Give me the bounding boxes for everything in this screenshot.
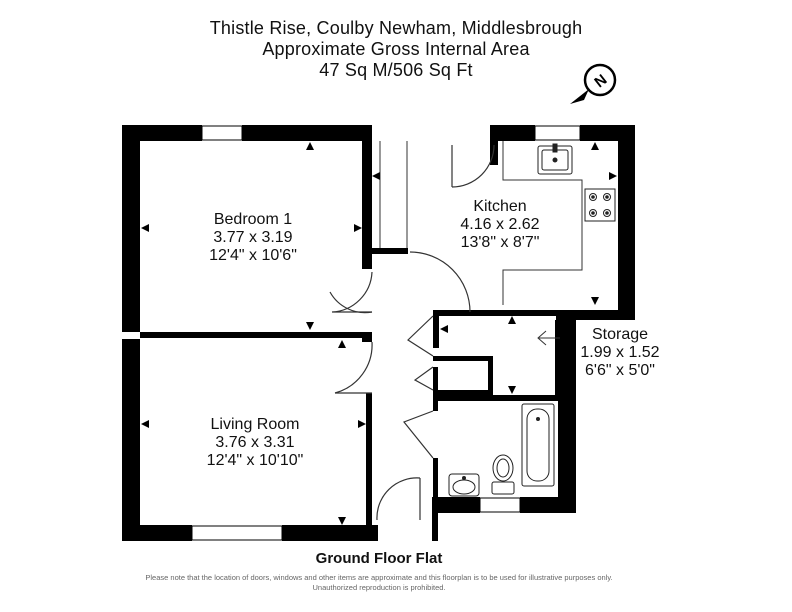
room-imperial: 12'4" x 10'6" <box>209 247 297 264</box>
room-label-kitchen: Kitchen 4.16 x 2.62 13'8" x 8'7" <box>440 198 560 252</box>
room-label-storage: Storage 1.99 x 1.52 6'6" x 5'0" <box>572 326 668 380</box>
address-title: Thistle Rise, Coulby Newham, Middlesbrou… <box>209 18 583 38</box>
room-metric: 3.76 x 3.31 <box>215 434 295 451</box>
plan-header: Thistle Rise, Coulby Newham, Middlesbrou… <box>0 18 792 81</box>
kitchen-worktop <box>379 141 583 305</box>
room-name: Kitchen <box>473 198 527 215</box>
basin-icon <box>448 473 480 497</box>
room-metric: 3.77 x 3.19 <box>213 229 293 246</box>
room-imperial: 13'8" x 8'7" <box>460 234 540 251</box>
windows <box>191 125 581 541</box>
area-label: Approximate Gross Internal Area <box>262 39 530 59</box>
hob-icon <box>584 188 616 222</box>
room-name: Storage <box>591 326 649 343</box>
room-label-living-room: Living Room 3.76 x 3.31 12'4" x 10'10" <box>190 416 320 470</box>
bath-icon <box>521 403 555 487</box>
room-name: Bedroom 1 <box>213 211 293 228</box>
exterior-walls <box>122 125 635 541</box>
compass-icon: N <box>570 63 617 104</box>
area-value: 47 Sq M/506 Sq Ft <box>319 60 473 80</box>
room-name: Living Room <box>210 416 300 433</box>
toilet-icon <box>491 454 515 495</box>
dimension-arrows <box>141 142 617 525</box>
storage-pointer <box>537 330 560 346</box>
room-imperial: 12'4" x 10'10" <box>206 452 304 469</box>
room-imperial: 6'6" x 5'0" <box>585 362 655 379</box>
room-label-bedroom-1: Bedroom 1 3.77 x 3.19 12'4" x 10'6" <box>190 211 316 265</box>
sink-icon <box>537 143 573 175</box>
floor-title: Ground Floor Flat <box>315 550 443 567</box>
disclaimer: Please note that the location of doors, … <box>145 573 613 592</box>
room-metric: 4.16 x 2.62 <box>460 216 540 233</box>
door-swings <box>329 144 495 521</box>
room-metric: 1.99 x 1.52 <box>580 344 660 361</box>
